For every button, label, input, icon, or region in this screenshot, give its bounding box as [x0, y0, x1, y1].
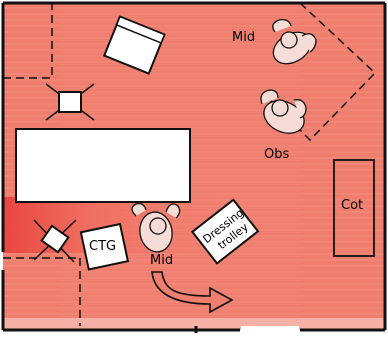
ctg-label: CTG — [89, 239, 116, 254]
ctg-machine — [79, 222, 130, 271]
obs-label: Obs — [264, 147, 289, 162]
curved-arrow-icon — [151, 271, 234, 314]
lamp-top-icon — [45, 83, 95, 121]
midwife-bottom-person-icon — [131, 202, 181, 253]
lamp-left-icon — [33, 219, 77, 263]
mid-bottom-label: Mid — [150, 253, 173, 268]
cot-label: Cot — [341, 198, 363, 213]
cot — [333, 159, 375, 257]
wall-bottom-strip — [3, 318, 385, 330]
obstetrician-person-icon — [260, 89, 307, 134]
mid-top-label: Mid — [232, 30, 255, 45]
midwife-top-person-icon — [272, 18, 317, 65]
room-walls — [1, 1, 387, 333]
equipment-box — [102, 15, 166, 75]
delivery-bed — [15, 128, 191, 203]
door-gap — [241, 326, 299, 334]
